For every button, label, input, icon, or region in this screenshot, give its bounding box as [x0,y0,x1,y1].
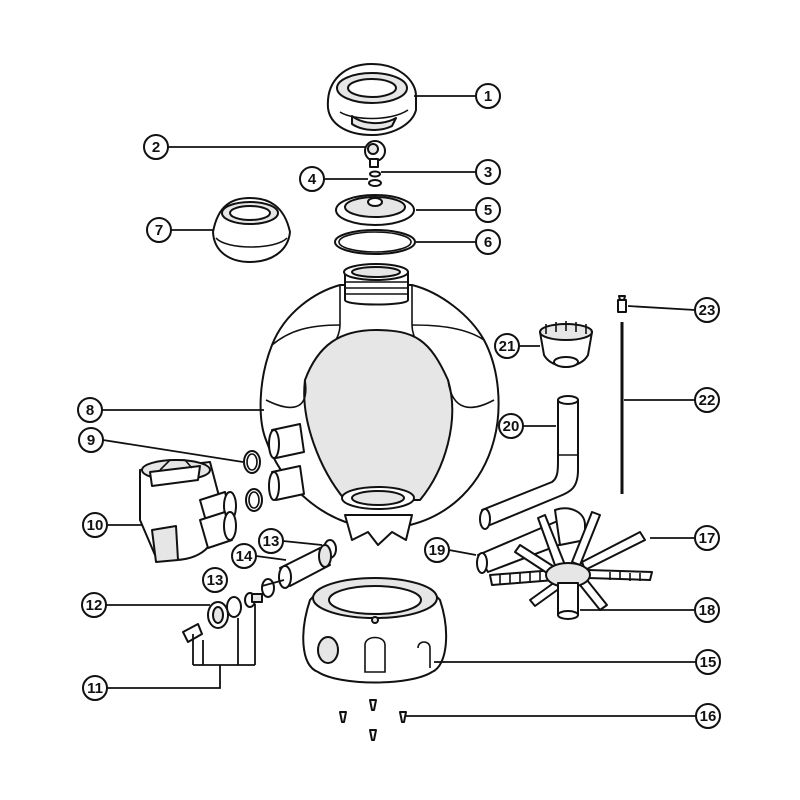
callout-13-upper: 13 [258,528,284,554]
callout-13-lower: 13 [202,567,228,593]
callout-14: 14 [231,543,257,569]
svg-text:8: 8 [86,402,94,419]
svg-text:13: 13 [207,572,224,589]
callout-4: 4 [299,166,325,192]
svg-text:9: 9 [87,432,95,449]
callout-1: 1 [475,83,501,109]
callout-12: 12 [81,592,107,618]
callout-22: 22 [694,387,720,413]
svg-text:2: 2 [152,139,160,156]
part-2-gauge [364,140,386,168]
part-12-drain-assembly [182,592,263,643]
part-16-screws [339,699,407,741]
svg-text:17: 17 [699,530,716,547]
part-3-nut [368,179,382,187]
callout-9: 9 [78,427,104,453]
callout-5: 5 [475,197,501,223]
part-8-tank [259,263,500,546]
svg-text:22: 22 [699,392,716,409]
svg-text:6: 6 [484,234,492,251]
callout-17: 17 [694,525,720,551]
svg-text:19: 19 [429,542,446,559]
callout-2: 2 [143,134,169,160]
part-10-valve [139,459,237,563]
svg-text:21: 21 [499,338,516,355]
svg-text:7: 7 [155,222,163,239]
callout-7: 7 [146,217,172,243]
part-14-union-pipe [278,544,332,589]
svg-text:13: 13 [263,533,280,550]
leader-lines [102,95,696,717]
part-5-cover [335,194,415,226]
svg-text:1: 1 [484,88,492,105]
part-20-standpipe [479,395,579,530]
callout-3: 3 [475,159,501,185]
part-15-base [302,577,448,684]
part-18-hub [545,562,591,620]
callout-21: 21 [494,333,520,359]
svg-text:16: 16 [700,708,717,725]
part-6-oring [334,229,416,255]
svg-text:18: 18 [699,602,716,619]
callout-16: 16 [695,703,721,729]
callout-15: 15 [695,649,721,675]
part-1-closure-ring [326,63,417,136]
svg-text:5: 5 [484,202,492,219]
svg-text:14: 14 [236,548,253,565]
callout-20: 20 [498,413,524,439]
part-9-port-orings [243,450,263,512]
svg-text:15: 15 [700,654,717,671]
part-23-cap [617,295,627,313]
callout-11: 11 [82,675,108,701]
callout-6: 6 [475,229,501,255]
svg-text:4: 4 [308,171,317,188]
part-4-oring [369,170,381,178]
svg-text:3: 3 [484,164,492,181]
callout-10: 10 [82,512,108,538]
svg-text:11: 11 [87,680,103,697]
part-13-oring-lower [261,578,275,598]
callout-23: 23 [694,297,720,323]
callout-19: 19 [424,537,450,563]
part-21-crown [539,321,593,368]
svg-text:12: 12 [86,597,103,614]
part-7-collar [212,197,291,263]
svg-text:23: 23 [699,302,716,319]
callout-8: 8 [77,397,103,423]
callout-18: 18 [694,597,720,623]
svg-text:20: 20 [503,418,520,435]
svg-text:10: 10 [87,517,104,534]
